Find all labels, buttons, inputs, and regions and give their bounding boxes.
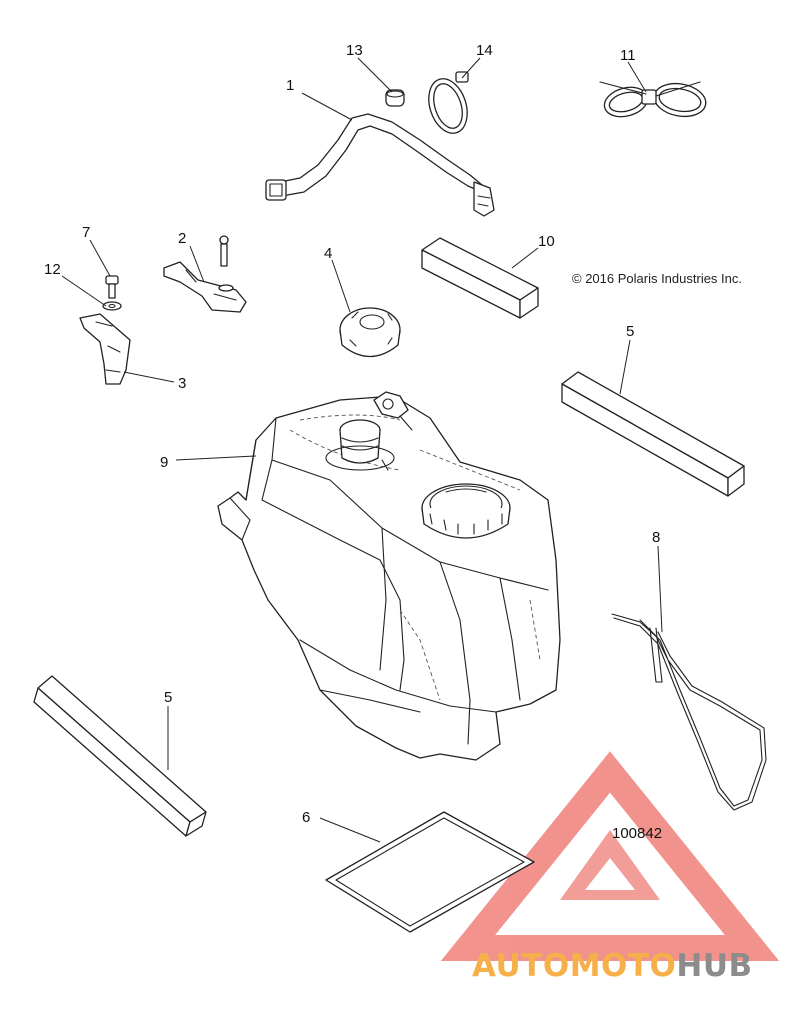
watermark-triangle [440, 751, 780, 961]
part-3-bracket [79, 313, 131, 385]
part-1-fuel-hose [265, 113, 495, 217]
callout-5-right: 5 [626, 323, 634, 340]
part-7-bolt [105, 275, 119, 299]
callout-13: 13 [346, 42, 363, 59]
part-6-pad [325, 811, 535, 933]
callout-4: 4 [324, 245, 332, 262]
callout-9: 9 [160, 454, 168, 471]
callout-2: 2 [178, 230, 186, 247]
callout-7: 7 [82, 224, 90, 241]
part-9-fuel-tank [217, 391, 561, 761]
callout-10: 10 [538, 233, 555, 250]
callout-14: 14 [476, 42, 493, 59]
part-13-grommet [385, 89, 405, 107]
watermark-hub: HUB [676, 948, 752, 984]
part-11-double-clamp [599, 81, 707, 118]
copyright-text: © 2016 Polaris Industries Inc. [572, 271, 742, 286]
callout-1: 1 [286, 77, 294, 94]
part-8-wire-loop [611, 613, 767, 811]
part-2-bracket [163, 235, 247, 313]
callout-8: 8 [652, 529, 660, 546]
callout-6: 6 [302, 809, 310, 826]
part-14-tie-strap [428, 71, 469, 134]
callout-11: 11 [620, 47, 636, 64]
part-12-washer [102, 301, 122, 311]
part-5-foam-strip-left [33, 675, 207, 837]
reference-number: 100842 [612, 825, 662, 842]
watermark-logo [440, 751, 780, 961]
callout-3: 3 [178, 375, 186, 392]
part-4-fuel-cap [339, 307, 401, 358]
watermark-text: AUTOMOTOHUB [472, 948, 753, 984]
part-10-foam-pad [421, 237, 539, 319]
watermark-auto-moto: AUTOMOTO [472, 948, 676, 984]
leader-lines [61, 57, 663, 843]
callout-5-left: 5 [164, 689, 172, 706]
callout-12: 12 [44, 261, 61, 278]
part-5-foam-strip-right [561, 371, 745, 497]
